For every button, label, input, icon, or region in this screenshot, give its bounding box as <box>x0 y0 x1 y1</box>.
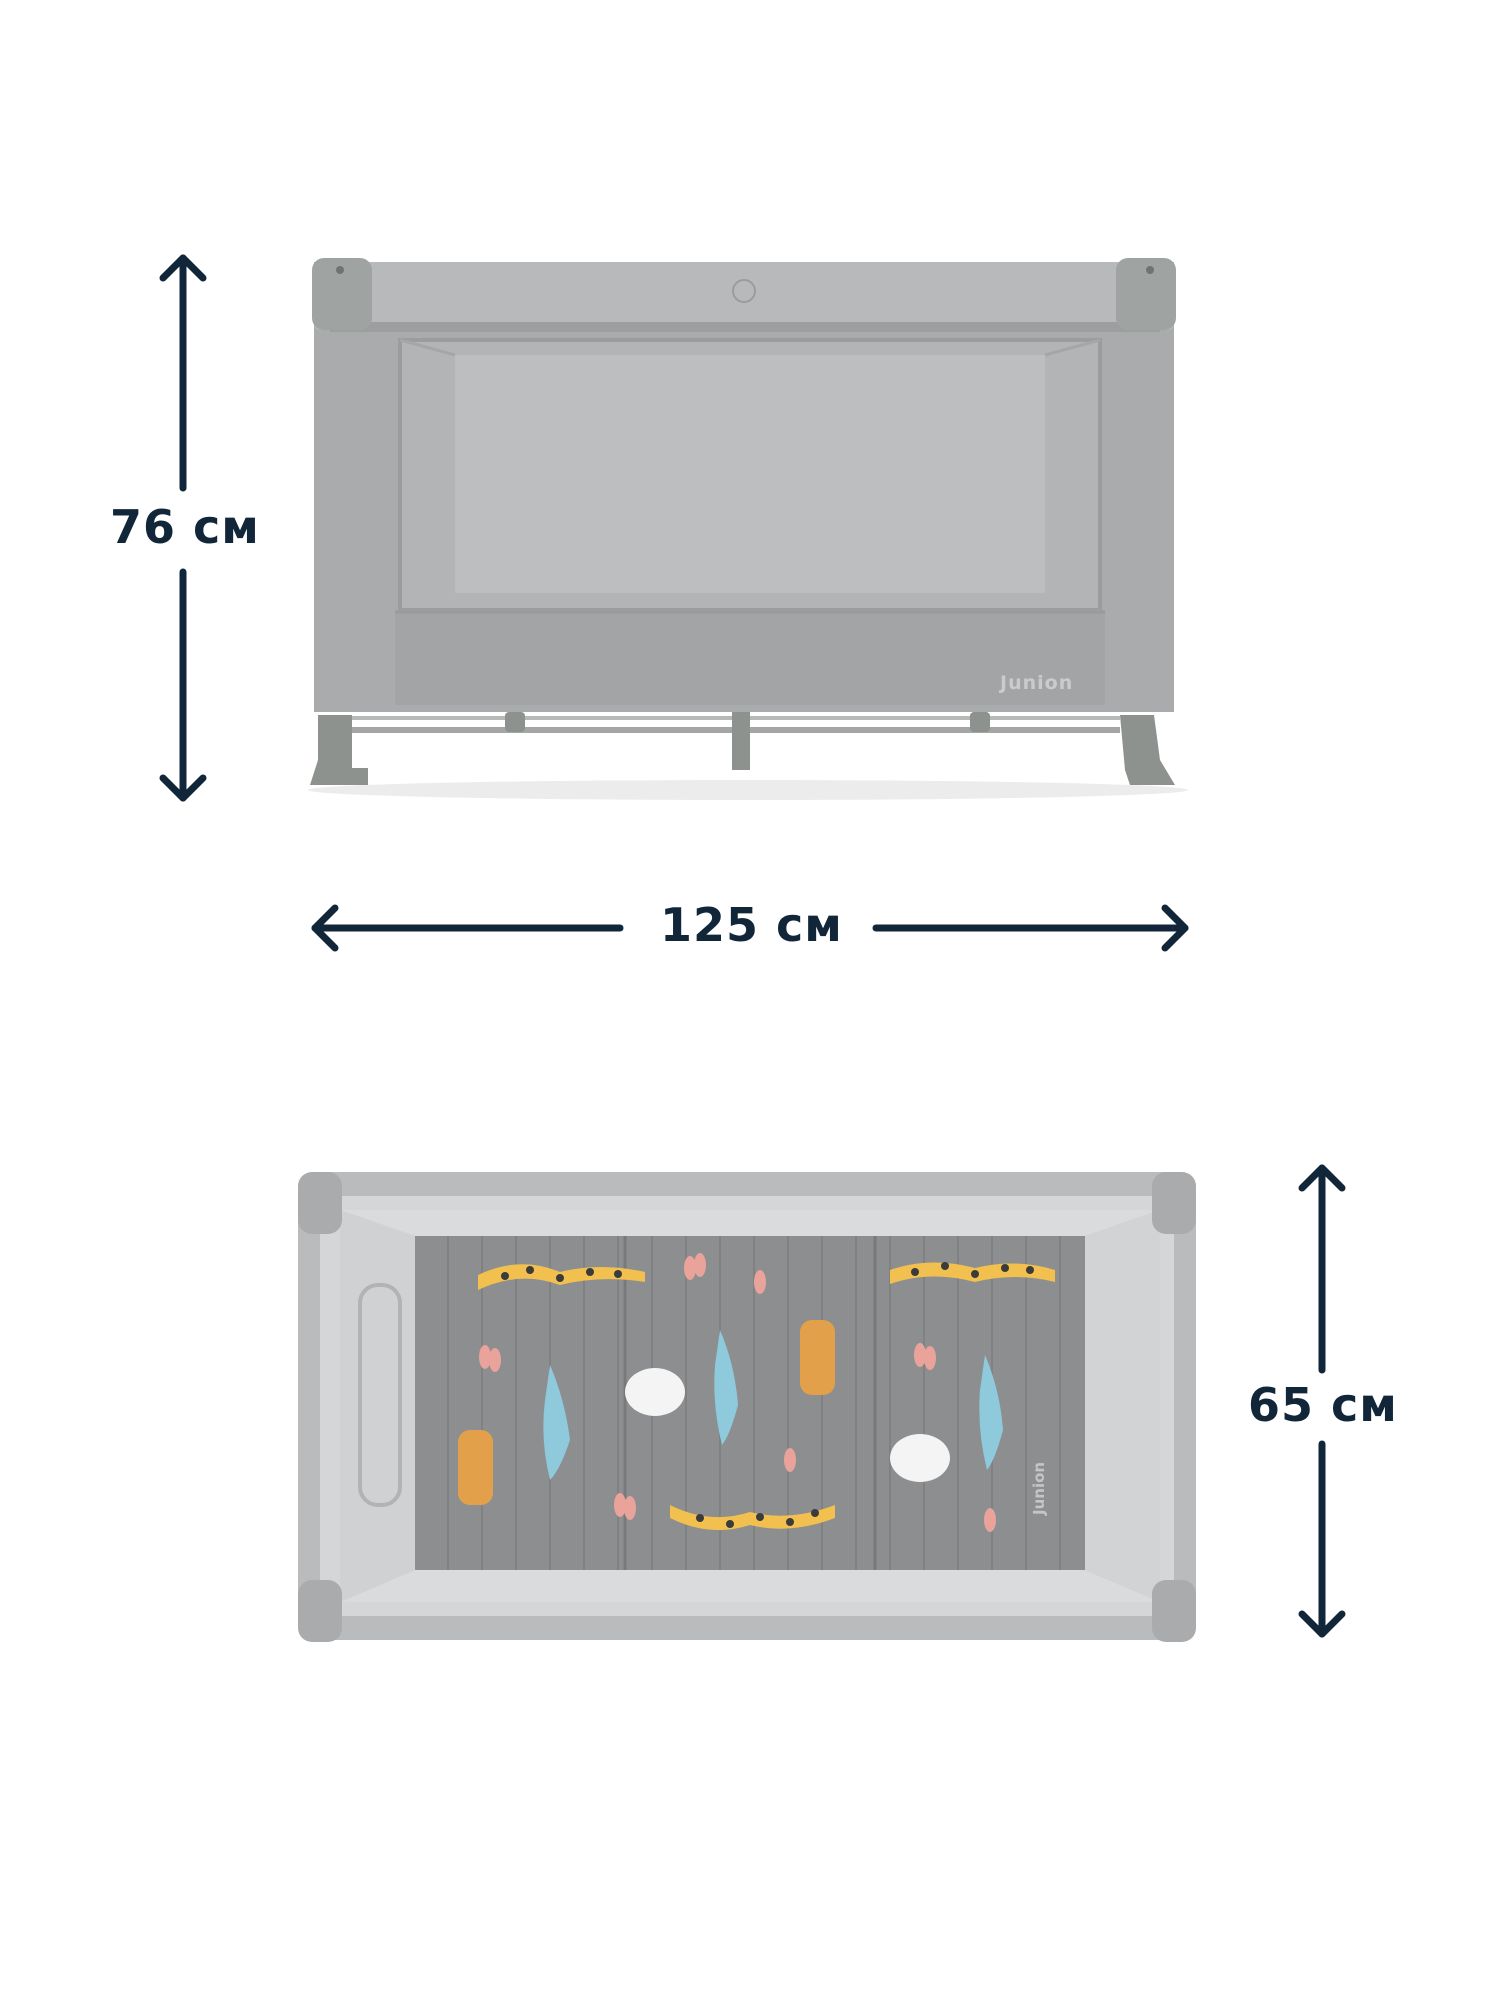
elephant-print <box>625 1368 950 1482</box>
height-label: 76 см <box>110 500 260 554</box>
giraffe-print <box>478 1262 1055 1531</box>
side-brand-logo: Junion <box>1000 672 1074 694</box>
tiger-print <box>458 1320 835 1505</box>
height-arrow <box>159 254 207 802</box>
crocodile-print <box>543 1330 1003 1480</box>
width-label: 65 см <box>1248 1378 1398 1432</box>
mattress-brand-logo: Junion <box>1030 1461 1048 1515</box>
length-label: 125 см <box>660 898 843 952</box>
width-arrow <box>1298 1164 1346 1638</box>
leaf-print <box>479 1253 996 1532</box>
crib-side-view <box>308 258 1188 800</box>
length-arrow <box>311 904 1189 952</box>
crib-top-view <box>298 1172 1196 1642</box>
